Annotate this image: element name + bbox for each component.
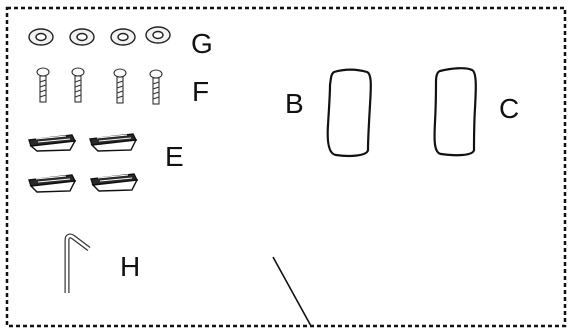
panel-c xyxy=(433,67,477,157)
bolt-group xyxy=(36,67,163,105)
foot xyxy=(28,174,77,193)
washer xyxy=(69,28,95,46)
bolt xyxy=(71,67,85,103)
foot xyxy=(89,133,138,152)
leader-line xyxy=(272,256,312,327)
label-b: B xyxy=(285,88,304,119)
label-g: G xyxy=(191,28,213,59)
washer-group xyxy=(28,26,171,46)
hex-key xyxy=(64,233,91,293)
bolt xyxy=(149,69,163,105)
label-h: H xyxy=(120,251,141,282)
bolt xyxy=(113,68,127,104)
foot xyxy=(90,173,139,192)
panel-b xyxy=(326,68,372,158)
label-f: F xyxy=(192,76,210,107)
label-c: C xyxy=(499,93,520,124)
washer xyxy=(28,28,54,46)
foot-group xyxy=(28,133,139,193)
label-e: E xyxy=(165,141,184,172)
dashed-border xyxy=(5,6,567,328)
bolt xyxy=(36,67,50,103)
foot xyxy=(28,134,77,152)
washer xyxy=(145,26,171,44)
washer xyxy=(110,28,136,46)
